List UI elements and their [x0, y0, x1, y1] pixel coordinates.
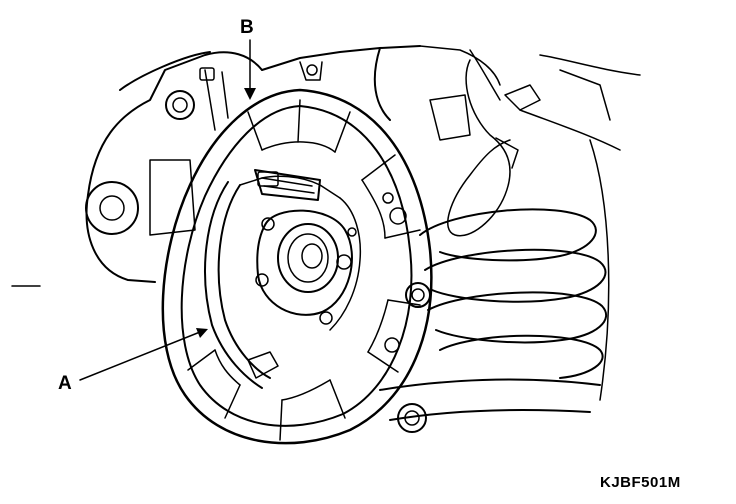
coil-spring [419, 139, 610, 401]
wheel-hub [255, 192, 431, 353]
callout-b: B [240, 17, 254, 38]
dust-shield [161, 88, 433, 445]
arrow-a-head [196, 328, 208, 338]
wire-harness [447, 59, 621, 237]
knuckle-outline [11, 51, 263, 287]
callout-a: A [58, 373, 72, 394]
lower-arm [379, 378, 601, 433]
leader-lines [79, 39, 256, 381]
chassis-bracket [261, 45, 641, 141]
arrow-b-head [244, 88, 256, 100]
brake-shoe [204, 169, 362, 389]
figure-code: KJBF501M [600, 474, 681, 491]
